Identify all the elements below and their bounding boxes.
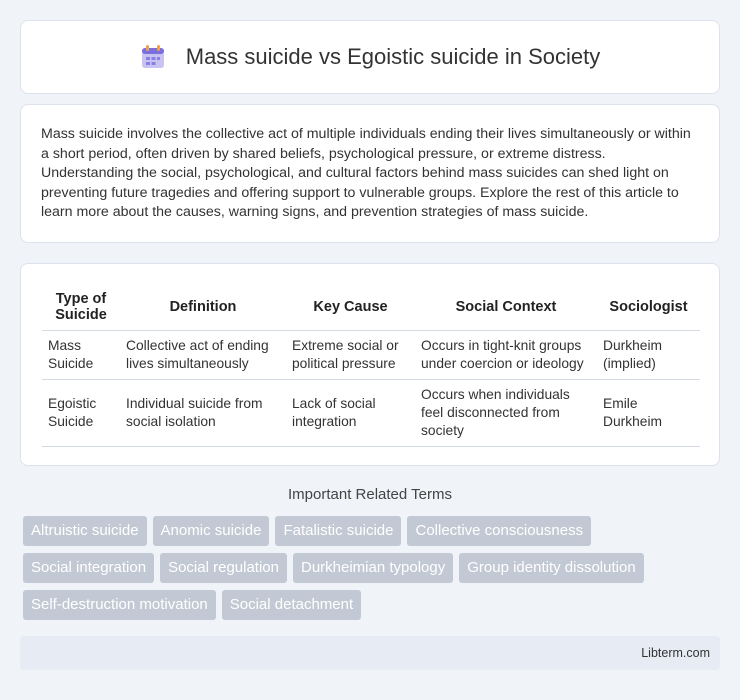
calendar-icon <box>140 44 166 70</box>
footer: Libterm.com <box>20 636 720 670</box>
intro-paragraph: Mass suicide involves the collective act… <box>41 126 691 221</box>
related-term-tag[interactable]: Collective consciousness <box>407 516 592 546</box>
related-term-tag[interactable]: Anomic suicide <box>152 516 270 546</box>
table-cell: Individual suicide from social isolation <box>120 379 286 447</box>
related-term-tag[interactable]: Self-destruction motivation <box>23 590 216 620</box>
table-header-row: Type of Suicide Definition Key Cause Soc… <box>42 284 700 331</box>
column-header: Social Context <box>415 284 597 331</box>
related-terms-tags: Altruistic suicide Anomic suicide Fatali… <box>20 516 720 620</box>
related-term-tag[interactable]: Social integration <box>23 553 155 583</box>
related-terms-section: Important Related Terms Altruistic suici… <box>20 486 720 620</box>
table-row: Egoistic Suicide Individual suicide from… <box>42 379 700 447</box>
comparison-table: Type of Suicide Definition Key Cause Soc… <box>42 284 700 447</box>
related-term-tag[interactable]: Durkheimian typology <box>292 553 454 583</box>
related-terms-title: Important Related Terms <box>288 486 452 503</box>
footer-site-link[interactable]: Libterm.com <box>641 646 710 660</box>
related-term-tag[interactable]: Group identity dissolution <box>459 553 644 583</box>
column-header: Definition <box>120 284 286 331</box>
column-header: Sociologist <box>597 284 700 331</box>
table-cell: Occurs when individuals feel disconnecte… <box>415 379 597 447</box>
table-cell: Emile Durkheim <box>597 379 700 447</box>
column-header: Type of Suicide <box>42 284 120 331</box>
page-title: Mass suicide vs Egoistic suicide in Soci… <box>185 44 601 69</box>
table-cell: Collective act of ending lives simultane… <box>120 330 286 380</box>
table-cell: Extreme social or political pressure <box>286 330 415 380</box>
table-cell: Mass Suicide <box>42 330 120 380</box>
column-header: Key Cause <box>286 284 415 331</box>
related-term-tag[interactable]: Social regulation <box>160 553 287 583</box>
table-row: Mass Suicide Collective act of ending li… <box>42 330 700 380</box>
header-card: Mass suicide vs Egoistic suicide in Soci… <box>20 20 720 94</box>
related-term-tag[interactable]: Social detachment <box>221 590 362 620</box>
comparison-table-card: Type of Suicide Definition Key Cause Soc… <box>20 263 720 466</box>
table-cell: Lack of social integration <box>286 379 415 447</box>
related-term-tag[interactable]: Fatalistic suicide <box>275 516 402 546</box>
table-cell: Egoistic Suicide <box>42 379 120 447</box>
table-cell: Durkheim (implied) <box>597 330 700 380</box>
related-term-tag[interactable]: Altruistic suicide <box>23 516 147 546</box>
table-cell: Occurs in tight-knit groups under coerci… <box>415 330 597 380</box>
intro-card: Mass suicide involves the collective act… <box>20 104 720 243</box>
